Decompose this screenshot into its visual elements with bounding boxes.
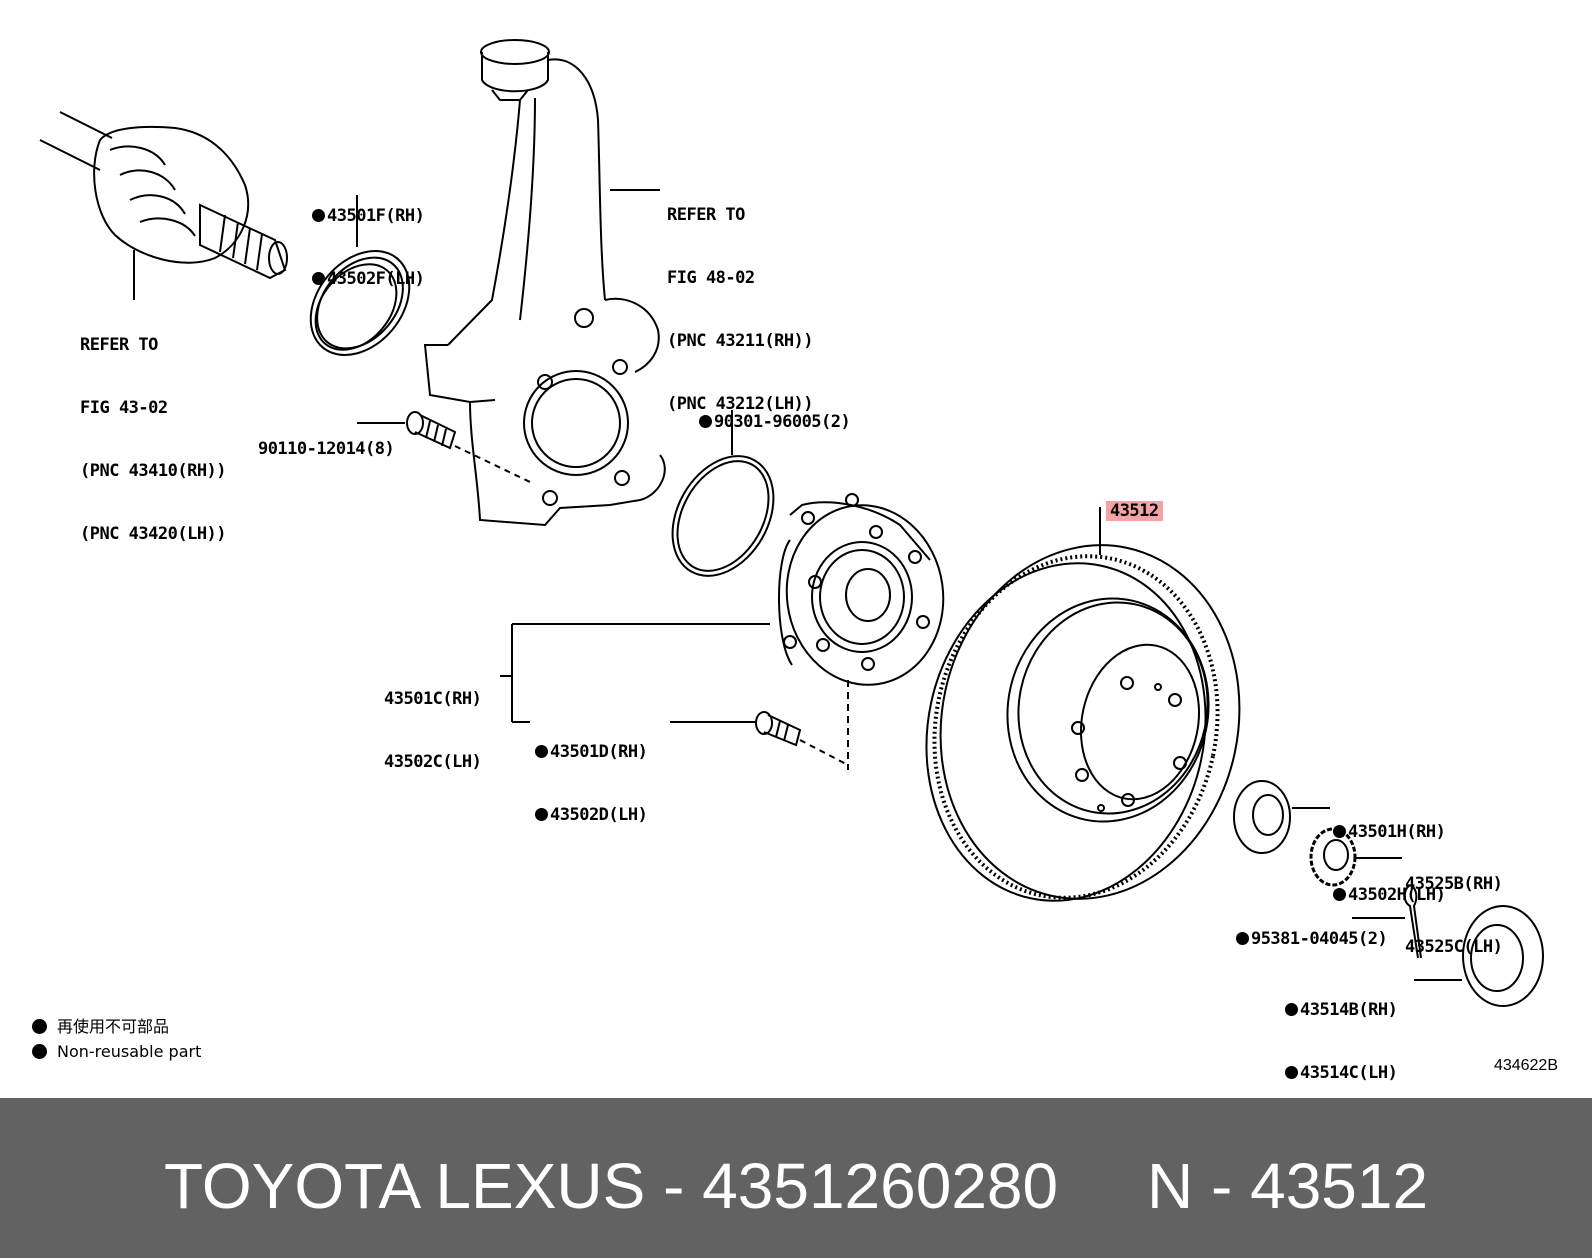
knuckle-bolt-label: 90110-12014(8) — [257, 439, 395, 459]
hub-nut-drawing — [1233, 780, 1330, 854]
grease-cap-label: 43514B(RH) 43514C(LH) — [1285, 958, 1398, 1126]
steering-knuckle-drawing — [423, 39, 666, 527]
knuckle-reference-label: REFER TO FIG 48-02 (PNC 43211(RH)) (PNC … — [667, 205, 814, 414]
footer-banner: TOYOTA LEXUS - 4351260280 N - 43512 — [0, 1098, 1592, 1258]
non-reusable-dot-icon — [1333, 825, 1346, 838]
oil-seal-label: 43501F(RH) 43502F(LH) — [312, 164, 425, 332]
hub-nut-label: 43501H(RH) 43502H(LH) — [1333, 780, 1446, 948]
non-reusable-dot-icon — [535, 808, 548, 821]
hub-bearing-label: 43501C(RH) 43502C(LH) — [384, 689, 482, 772]
oil-seal-drawing — [309, 195, 411, 356]
non-reusable-dot-icon — [32, 1019, 47, 1034]
grease-cap-drawing — [1414, 905, 1544, 1007]
cotter-pin-label: 95381-04045(2) — [1197, 908, 1388, 971]
non-reusable-dot-icon — [1285, 1003, 1298, 1016]
non-reusable-dot-icon — [32, 1044, 47, 1059]
non-reusable-dot-icon — [312, 209, 325, 222]
non-reusable-dot-icon — [1235, 932, 1249, 945]
leader-lines — [500, 623, 770, 723]
o-ring-drawing — [671, 410, 775, 577]
parts-diagram: REFER TO FIG 43-02 (PNC 43410(RH)) (PNC … — [32, 39, 1558, 1083]
legend-japanese: 再使用不可部品 — [32, 1017, 169, 1037]
non-reusable-dot-icon — [1285, 1066, 1298, 1079]
driveshaft-reference-label: REFER TO FIG 43-02 (PNC 43410(RH)) (PNC … — [80, 335, 227, 544]
drive-shaft-drawing — [39, 111, 288, 300]
hub-bolt-label: 43501D(RH) 43502D(LH) — [535, 700, 648, 868]
lock-cap-drawing — [1309, 827, 1402, 887]
non-reusable-dot-icon — [1333, 888, 1346, 901]
legend-english: Non-reusable part — [32, 1042, 201, 1062]
rotor-label: 43512 — [1067, 480, 1163, 543]
hub-bearing-drawing — [778, 493, 945, 770]
footer-part-number: TOYOTA LEXUS - 4351260280 N - 43512 — [163, 1150, 1429, 1222]
non-reusable-dot-icon — [312, 272, 325, 285]
highlighted-part-number: 43512 — [1105, 501, 1163, 521]
non-reusable-dot-icon — [535, 745, 548, 758]
o-ring-label: 90301-96005(2) — [660, 391, 851, 454]
brake-rotor-drawing — [925, 507, 1241, 902]
lock-cap-label: 43525B(RH) 43525C(LH) — [1405, 874, 1503, 957]
non-reusable-dot-icon — [698, 415, 712, 428]
hub-bolt-drawing — [670, 711, 849, 766]
exploded-view-drawing — [39, 39, 1544, 1007]
figure-code: 434622B — [1493, 1057, 1558, 1074]
cotter-pin-drawing — [1352, 884, 1422, 959]
knuckle-bolt-drawing — [357, 411, 531, 483]
